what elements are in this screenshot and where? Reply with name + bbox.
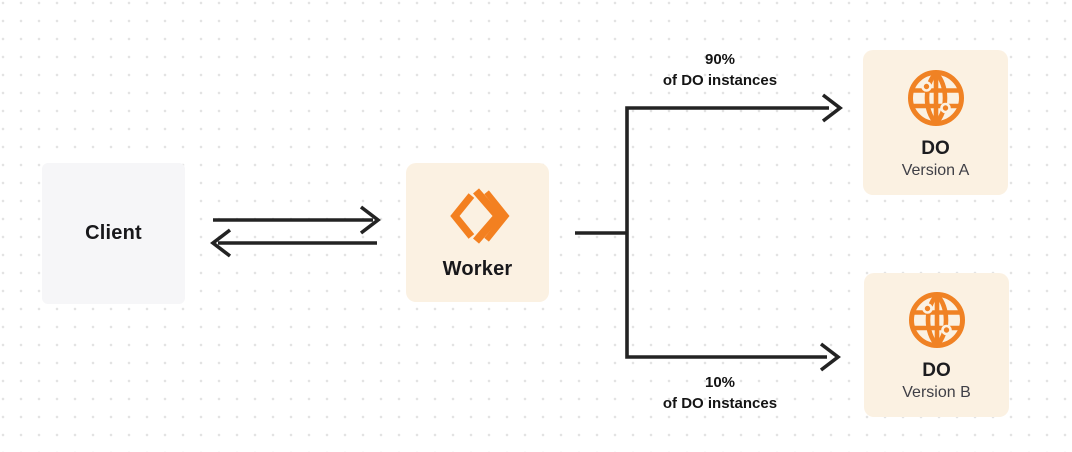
durable-object-globe-icon xyxy=(905,288,969,352)
worker-node: Worker xyxy=(406,163,549,302)
worker-to-client-arrow xyxy=(210,228,377,258)
branch-b-arrowhead xyxy=(819,342,841,372)
branch-a-caption: of DO instances xyxy=(662,72,778,89)
client-node: Client xyxy=(42,163,185,304)
branch-a-percent: 90% xyxy=(704,51,736,68)
branch-a-label: 90% of DO instances xyxy=(620,49,820,91)
workers-icon xyxy=(445,185,511,247)
do-a-title: DO xyxy=(921,137,950,159)
branch-split-lines xyxy=(575,106,829,359)
durable-object-globe-icon xyxy=(904,66,968,130)
do-b-title: DO xyxy=(922,360,951,381)
client-label: Client xyxy=(85,222,142,244)
do-a-subtitle: Version A xyxy=(901,161,970,179)
branch-b-percent: 10% xyxy=(704,374,736,391)
branch-b-label: 10% of DO instances xyxy=(620,372,820,414)
branch-a-arrowhead xyxy=(821,93,843,123)
do-b-subtitle: Version B xyxy=(902,384,971,401)
do-version-a-node: DO Version A xyxy=(863,50,1008,195)
branch-b-caption: of DO instances xyxy=(662,395,778,412)
worker-label: Worker xyxy=(442,257,513,280)
client-to-worker-arrow xyxy=(213,205,381,235)
do-version-b-node: DO Version B xyxy=(864,273,1009,417)
